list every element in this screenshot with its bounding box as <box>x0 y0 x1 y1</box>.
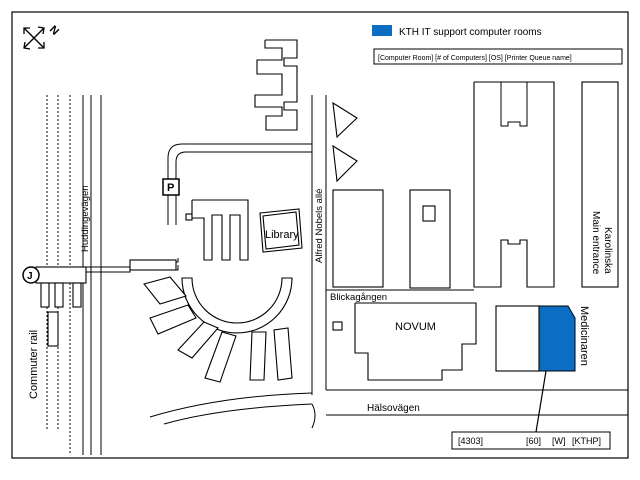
station-pillar <box>40 282 50 308</box>
station-pillar <box>54 282 64 308</box>
medicinaren-label: Medicinaren <box>578 306 590 366</box>
halsovagen-road <box>163 403 313 425</box>
parking-marker <box>162 178 180 196</box>
commuter-rail-label: Commuter rail <box>28 330 40 399</box>
triangle-building <box>332 144 358 183</box>
room-os: [W] <box>552 436 566 446</box>
medicinaren-it-room <box>538 305 576 372</box>
novum-building <box>354 302 477 381</box>
karolinska-building <box>581 81 619 288</box>
huddingevagen-label: Huddingevägen <box>80 185 91 252</box>
train-station-marker-label: J <box>27 271 33 282</box>
room-printer-queue: [KTHP] <box>572 436 601 446</box>
bridge-building <box>129 259 177 271</box>
fan-building <box>143 276 293 383</box>
platform-shelter <box>47 311 59 347</box>
train-station-marker <box>22 266 40 284</box>
block-building <box>332 189 384 288</box>
parking-marker-label: P <box>167 182 174 194</box>
room-computer-count: [60] <box>526 436 541 446</box>
station-pillar <box>72 282 82 308</box>
stepped-building <box>254 39 298 131</box>
h-building-notch <box>500 82 528 127</box>
alfred-nobels-alle-label: Alfred Nobels allé <box>314 189 325 263</box>
room-info-box <box>451 431 611 450</box>
legend-color-swatch <box>372 25 392 36</box>
triangle-building <box>332 101 358 139</box>
parking-driveway <box>175 151 312 225</box>
halsovagen-label: Hälsovägen <box>367 403 420 414</box>
small-shed <box>332 321 343 331</box>
library-label: Library <box>265 229 299 241</box>
room-number: [4303] <box>458 436 483 446</box>
karolinska-label-line1: Karolinska <box>602 227 613 274</box>
halsovagen-road <box>311 403 316 429</box>
legend-key-box <box>373 48 623 65</box>
legend-title: KTH IT support computer rooms <box>399 27 542 38</box>
library-building <box>259 208 303 253</box>
halsovagen-road <box>149 392 313 418</box>
small-building <box>409 189 451 289</box>
small-building-courtyard <box>422 205 436 222</box>
h-building <box>473 81 555 288</box>
parking-driveway <box>167 143 312 225</box>
compass-arrows-icon <box>23 26 45 50</box>
legend-key-text: [Computer Room] [# of Computers] [OS] [P… <box>378 55 572 62</box>
blickagangen-label: Blickagången <box>330 292 387 303</box>
karolinska-label-line2: Main entrance <box>590 211 601 275</box>
medicinaren-building <box>495 305 540 372</box>
novum-label: NOVUM <box>395 321 436 333</box>
callout-line <box>535 370 547 433</box>
campus-main-building <box>191 199 249 261</box>
small-kiosk <box>185 213 193 221</box>
station-platform <box>35 266 87 284</box>
